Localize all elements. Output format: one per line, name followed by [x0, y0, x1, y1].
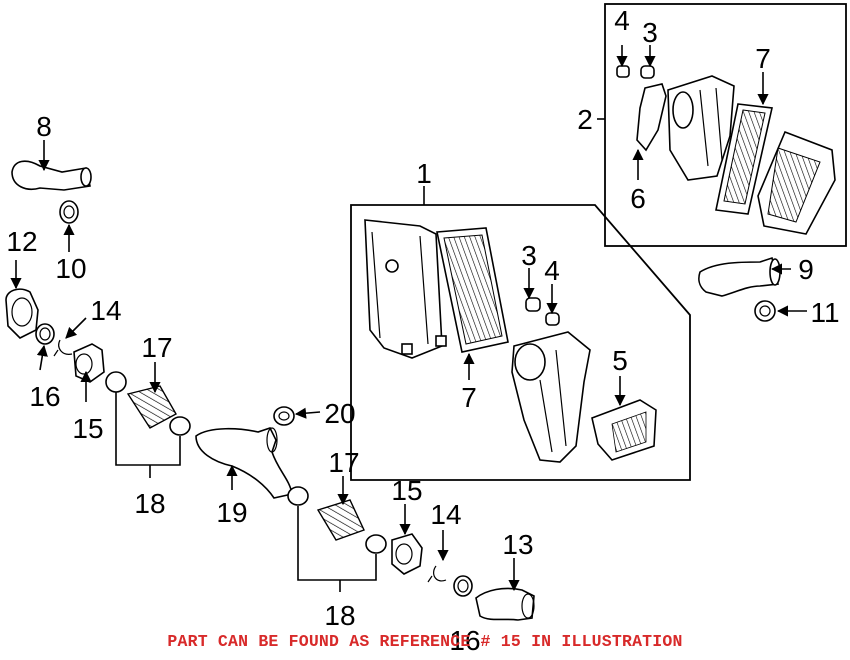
callout-5: 5: [612, 345, 628, 376]
reference-notice: PART CAN BE FOUND AS REFERENCE # 15 IN I…: [167, 632, 683, 651]
inset-1-parts: [364, 219, 657, 463]
leader-lines: [10, 45, 807, 592]
callout-14-right: 14: [430, 499, 461, 530]
callout-9: 9: [798, 254, 814, 285]
callout-18-left: 18: [134, 488, 165, 519]
inset-frame-2: [604, 3, 847, 247]
standalone-parts: [5, 160, 781, 621]
callout-14-left: 14: [90, 295, 121, 326]
callout-17-left: 17: [141, 332, 172, 363]
callout-13: 13: [502, 529, 533, 560]
callout-4-inset-1: 4: [544, 255, 560, 286]
callout-16-right: 16: [449, 625, 480, 656]
callout-3-inset-1: 3: [521, 240, 537, 271]
inset-2-parts: [616, 65, 836, 235]
callout-3-inset-2: 3: [642, 17, 658, 48]
callout-16-left: 16: [29, 381, 60, 412]
callout-7-inset-2: 7: [755, 43, 771, 74]
callout-11: 11: [810, 297, 839, 328]
callout-15-left: 15: [72, 413, 103, 444]
callout-7-inset-1: 7: [461, 382, 477, 413]
callout-1: 1: [416, 158, 432, 189]
callout-20: 20: [324, 398, 355, 429]
callout-19: 19: [216, 497, 247, 528]
callout-2: 2: [577, 104, 593, 135]
callout-18-right: 18: [324, 600, 355, 631]
callout-12: 12: [6, 226, 37, 257]
callout-6: 6: [630, 183, 646, 214]
callout-10: 10: [55, 253, 86, 284]
callout-8: 8: [36, 111, 52, 142]
inset-frame-1: [350, 204, 691, 481]
callout-4-inset-2: 4: [614, 5, 630, 36]
callout-15-right: 15: [391, 475, 422, 506]
callout-17-right: 17: [328, 447, 359, 478]
